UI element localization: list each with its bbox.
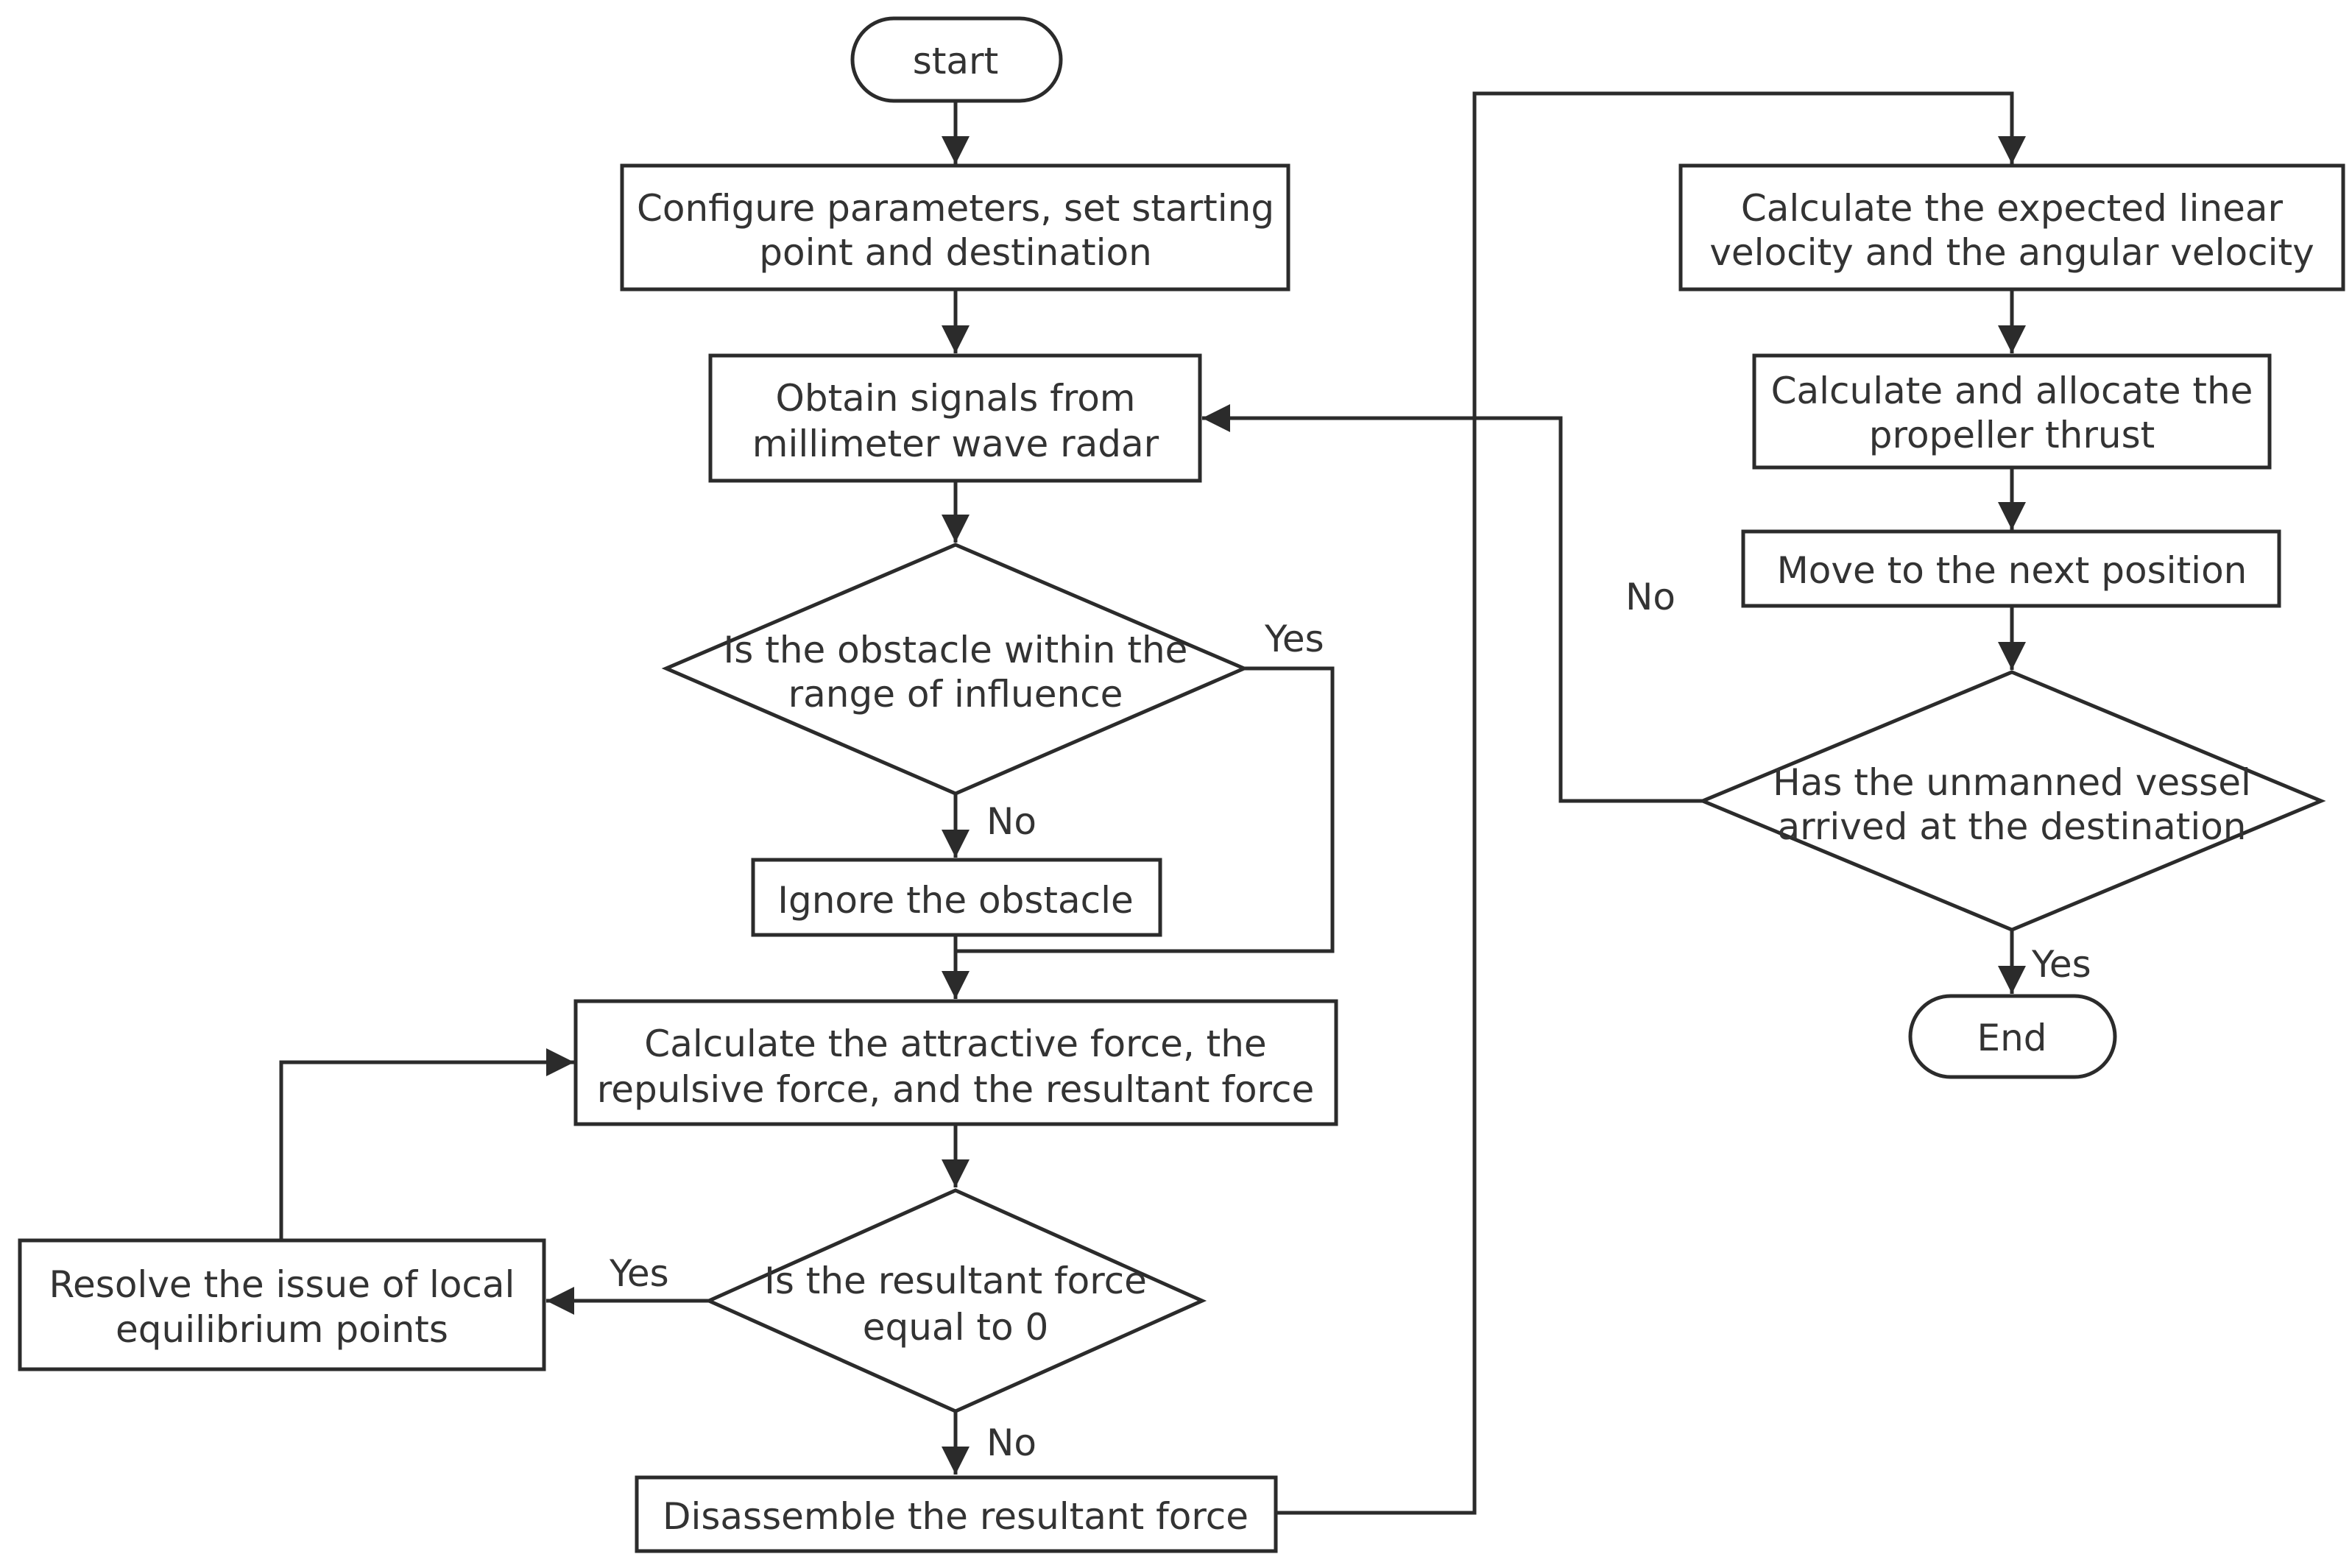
ignore-obstacle-box: Ignore the obstacle — [751, 858, 1162, 937]
calc-velocity-label-line1: Calculate the expected linear — [1741, 187, 2284, 230]
obtain-signals-label-line2: millimeter wave radar — [752, 423, 1159, 465]
arrow-disassemble-to-calc-velocity — [1276, 91, 2026, 1515]
calculate-velocity-box: Calculate the expected linear velocity a… — [1678, 163, 2345, 292]
disassemble-force-box: Disassemble the resultant force — [635, 1475, 1278, 1553]
obstacle-range-decision: Is the obstacle within the range of infl… — [661, 543, 1249, 796]
move-next-label: Move to the next position — [1777, 549, 2247, 592]
edge-label-obstacle-yes: Yes — [1264, 618, 1324, 660]
configure-parameters-box: Configure parameters, set starting point… — [620, 163, 1290, 292]
configure-label-line2: point and destination — [759, 231, 1152, 274]
disassemble-label: Disassemble the resultant force — [663, 1495, 1249, 1538]
obstacle-decision-label-line1: Is the obstacle within the — [724, 629, 1188, 671]
edge-label-resultant-yes: Yes — [609, 1252, 669, 1295]
end-label: End — [1977, 1017, 2046, 1059]
obtain-signals-box: Obtain signals from millimeter wave rada… — [708, 353, 1202, 483]
resolve-label-line1: Resolve the issue of local — [49, 1263, 515, 1306]
calc-velocity-label-line2: velocity and the angular velocity — [1709, 231, 2314, 274]
configure-label-line1: Configure parameters, set starting — [637, 187, 1274, 230]
connectors — [279, 91, 2026, 1515]
arrived-destination-decision: Has the unmanned vessel arrived at the d… — [1698, 670, 2326, 932]
resultant-decision-label-line2: equal to 0 — [863, 1306, 1049, 1349]
move-next-position-box: Move to the next position — [1741, 529, 2281, 608]
arrived-decision-label-line1: Has the unmanned vessel — [1773, 761, 2251, 804]
resolve-equilibrium-box: Resolve the issue of local equilibrium p… — [18, 1238, 546, 1371]
resolve-label-line2: equilibrium points — [116, 1308, 448, 1351]
resultant-decision-label-line1: Is the resultant force — [764, 1260, 1147, 1302]
edge-label-obstacle-no: No — [986, 800, 1036, 843]
calc-forces-label-line2: repulsive force, and the resultant force — [597, 1068, 1315, 1111]
resultant-zero-decision: Is the resultant force equal to 0 — [704, 1188, 1207, 1413]
edge-label-arrived-yes: Yes — [2031, 943, 2091, 986]
start-label: start — [913, 40, 998, 82]
line-obstacle-yes-bypass — [956, 666, 1335, 953]
start-terminal: start — [850, 16, 1063, 103]
calc-thrust-label-line2: propeller thrust — [1869, 414, 2155, 456]
arrow-resolve-to-calc-forces — [279, 1048, 574, 1239]
calculate-forces-box: Calculate the attractive force, the repu… — [573, 999, 1338, 1126]
end-terminal: End — [1908, 994, 2117, 1079]
edge-label-arrived-no: No — [1625, 576, 1675, 618]
arrived-decision-label-line2: arrived at the destination — [1778, 805, 2247, 848]
obstacle-decision-label-line2: range of influence — [788, 673, 1123, 716]
edge-label-resultant-no: No — [986, 1422, 1036, 1464]
calculate-thrust-box: Calculate and allocate the propeller thr… — [1752, 353, 2272, 470]
arrow-arrived-no-to-obtain — [1202, 404, 1703, 803]
ignore-obstacle-label: Ignore the obstacle — [777, 879, 1134, 922]
calc-thrust-label-line1: Calculate and allocate the — [1771, 370, 2253, 412]
obtain-signals-label-line1: Obtain signals from — [775, 377, 1135, 420]
calc-forces-label-line1: Calculate the attractive force, the — [644, 1023, 1266, 1065]
edge-labels: Yes No Yes No No Yes — [609, 576, 2091, 1464]
